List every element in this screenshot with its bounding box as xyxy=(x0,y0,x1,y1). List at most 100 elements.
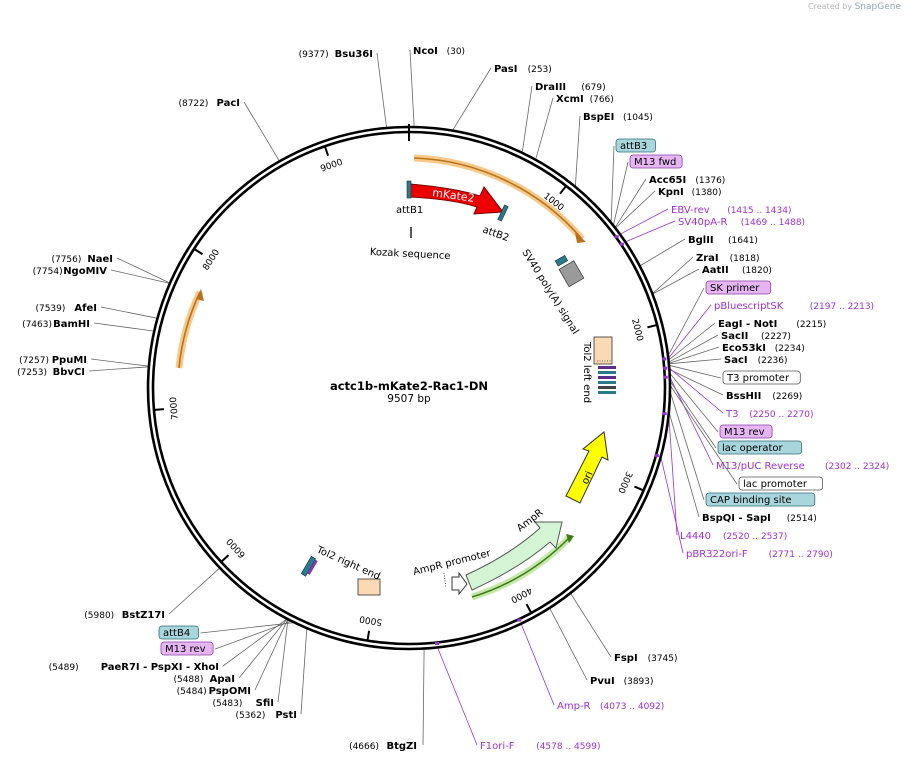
feature-box-leader xyxy=(668,364,722,379)
enzyme-position: (1376) xyxy=(695,176,725,186)
enzyme-site-kpni: KpnI(1380) xyxy=(658,187,722,198)
attb2-label: attB2 xyxy=(481,224,510,244)
feature-box-label: T3 promoter xyxy=(726,373,790,384)
primer-m13-puc-reverse: M13/pUC Reverse(2302 .. 2324) xyxy=(663,375,889,472)
primer-marker xyxy=(614,235,619,239)
ring-tick-label: 3000 xyxy=(615,470,633,495)
feature-box-bg xyxy=(719,424,773,439)
kozak-label: Kozak sequence xyxy=(370,247,451,262)
attb1-label: attB1 xyxy=(396,205,423,216)
enzyme-site-acc65i: Acc65I(1376) xyxy=(649,175,725,186)
enzyme-name: FspI xyxy=(614,653,638,664)
primer-leader xyxy=(668,413,678,536)
feature-box-bg xyxy=(615,138,656,153)
primer-marker xyxy=(663,366,668,370)
mcs-stack xyxy=(598,366,616,394)
primer-name: Amp-R xyxy=(557,701,591,712)
feature-arc-bottom-core xyxy=(471,536,571,598)
tol2-right-marker-2 xyxy=(307,559,318,575)
enzyme-leader xyxy=(668,322,716,361)
enzyme-site-bsshii: BssHII (2269) xyxy=(726,391,802,402)
feature-box-leader xyxy=(667,287,705,357)
enzyme-position: (2236) xyxy=(758,356,788,366)
enzyme-site-naei: NaeI(7756) xyxy=(51,254,113,265)
enzyme-name: PpuMI xyxy=(52,355,87,366)
enzyme-name: NaeI xyxy=(87,254,113,265)
primer-range: (2250 .. 2270) xyxy=(749,410,813,420)
enzyme-site-psti: PstI (5362) xyxy=(235,710,297,721)
feature-box-bg xyxy=(629,154,683,169)
enzyme-position: (679) xyxy=(581,83,605,93)
feature-box-leader xyxy=(669,372,719,433)
primer-name: L4440 xyxy=(680,531,711,542)
enzyme-site-bspei: BspEI(1045) xyxy=(583,112,653,123)
ampr-promoter-arrow xyxy=(451,571,468,596)
enzyme-position: (30) xyxy=(447,47,465,57)
primer-amp-r: Amp-R(4073 .. 4092) xyxy=(517,618,664,712)
enzyme-site-afei: AfeI (7539) xyxy=(35,303,97,314)
plasmid-name: actc1b-mKate2-Rac1-DN xyxy=(330,379,488,393)
enzyme-leader xyxy=(668,334,719,363)
feature-arc-top-core xyxy=(413,157,583,240)
enzyme-site-paci: PacI(8722) xyxy=(178,98,240,109)
mkate2-label: mKate2 xyxy=(432,186,476,205)
enzyme-position: (1820) xyxy=(742,266,772,276)
primer-leader xyxy=(437,647,478,746)
primer-marker xyxy=(619,242,624,246)
enzyme-name: AfeI xyxy=(74,303,97,314)
enzyme-position: (3745) xyxy=(648,654,678,664)
feature-box-label: attB3 xyxy=(620,141,647,152)
feature-box-sk-primer: SK primer xyxy=(705,280,772,295)
attb1-marker xyxy=(406,180,412,199)
enzyme-position: (1641) xyxy=(728,236,758,246)
enzyme-leader xyxy=(668,346,720,364)
plasmid-size: 9507 bp xyxy=(387,393,431,405)
primer-range: (1415 .. 1434) xyxy=(727,206,791,216)
enzyme-name: BstZ17I xyxy=(122,610,165,621)
enzyme-name: ZraI xyxy=(696,253,719,264)
feature-box-bg xyxy=(705,492,816,507)
ring-tick-label: 9000 xyxy=(319,157,344,174)
enzyme-position: (253) xyxy=(528,65,552,75)
primer-f1ori-f: F1ori-F(4578 .. 4599) xyxy=(435,641,600,752)
enzyme-leader xyxy=(110,269,170,284)
enzyme-name: DraIII xyxy=(535,82,566,93)
enzyme-leader xyxy=(100,306,158,319)
enzyme-position: (7539) xyxy=(35,304,65,314)
enzyme-position: (5362) xyxy=(235,711,265,721)
enzyme-name: BspEI xyxy=(583,112,614,123)
enzyme-name: Eco53kI xyxy=(722,343,766,354)
enzyme-site-zrai: ZraI (1818) xyxy=(696,253,760,264)
primer-leader xyxy=(625,220,676,243)
primer-leader xyxy=(667,304,712,359)
enzyme-position: (5484) xyxy=(177,687,207,697)
enzyme-name: BglII xyxy=(688,235,714,246)
feature-box-attb3: attB3 xyxy=(615,138,656,153)
enzyme-name: SacII xyxy=(721,331,748,342)
enzyme-leader xyxy=(88,366,149,372)
enzyme-name: BssHII xyxy=(726,391,761,402)
ori-label: ori xyxy=(580,470,595,486)
feature-box-leader xyxy=(612,161,629,226)
sv40-polya-label: SV40 poly(A) signal xyxy=(519,248,580,337)
enzyme-name: PstI xyxy=(275,710,297,721)
feature-box-label: SK primer xyxy=(710,283,760,294)
enzyme-position: (5489) xyxy=(49,663,79,673)
primer-name: T3 xyxy=(725,409,738,420)
primer-marker xyxy=(435,641,440,645)
enzyme-position: (7754) xyxy=(33,267,63,277)
enzyme-name: ApaI xyxy=(210,674,235,685)
enzyme-site-paer7i-pspxi-xhoi: PaeR7I - PspXI - XhoI (5489) xyxy=(49,662,219,673)
feature-arc-left xyxy=(175,290,204,369)
feature-box-label: lac promoter xyxy=(743,479,808,490)
tol2-left-label: Tol2 left end xyxy=(581,341,592,403)
enzyme-position: (2269) xyxy=(772,392,802,402)
enzyme-name: PaeR7I - PspXI - XhoI xyxy=(101,662,219,673)
enzyme-leader xyxy=(668,358,722,365)
enzyme-site-eco53ki: Eco53kI (2234) xyxy=(722,343,805,354)
enzyme-position: (2234) xyxy=(775,344,805,354)
enzyme-position: (5980) xyxy=(84,611,114,621)
enzyme-name: PvuI xyxy=(590,676,615,687)
enzyme-position: (1818) xyxy=(730,254,760,264)
enzyme-name: BspQI - SapI xyxy=(702,513,771,524)
